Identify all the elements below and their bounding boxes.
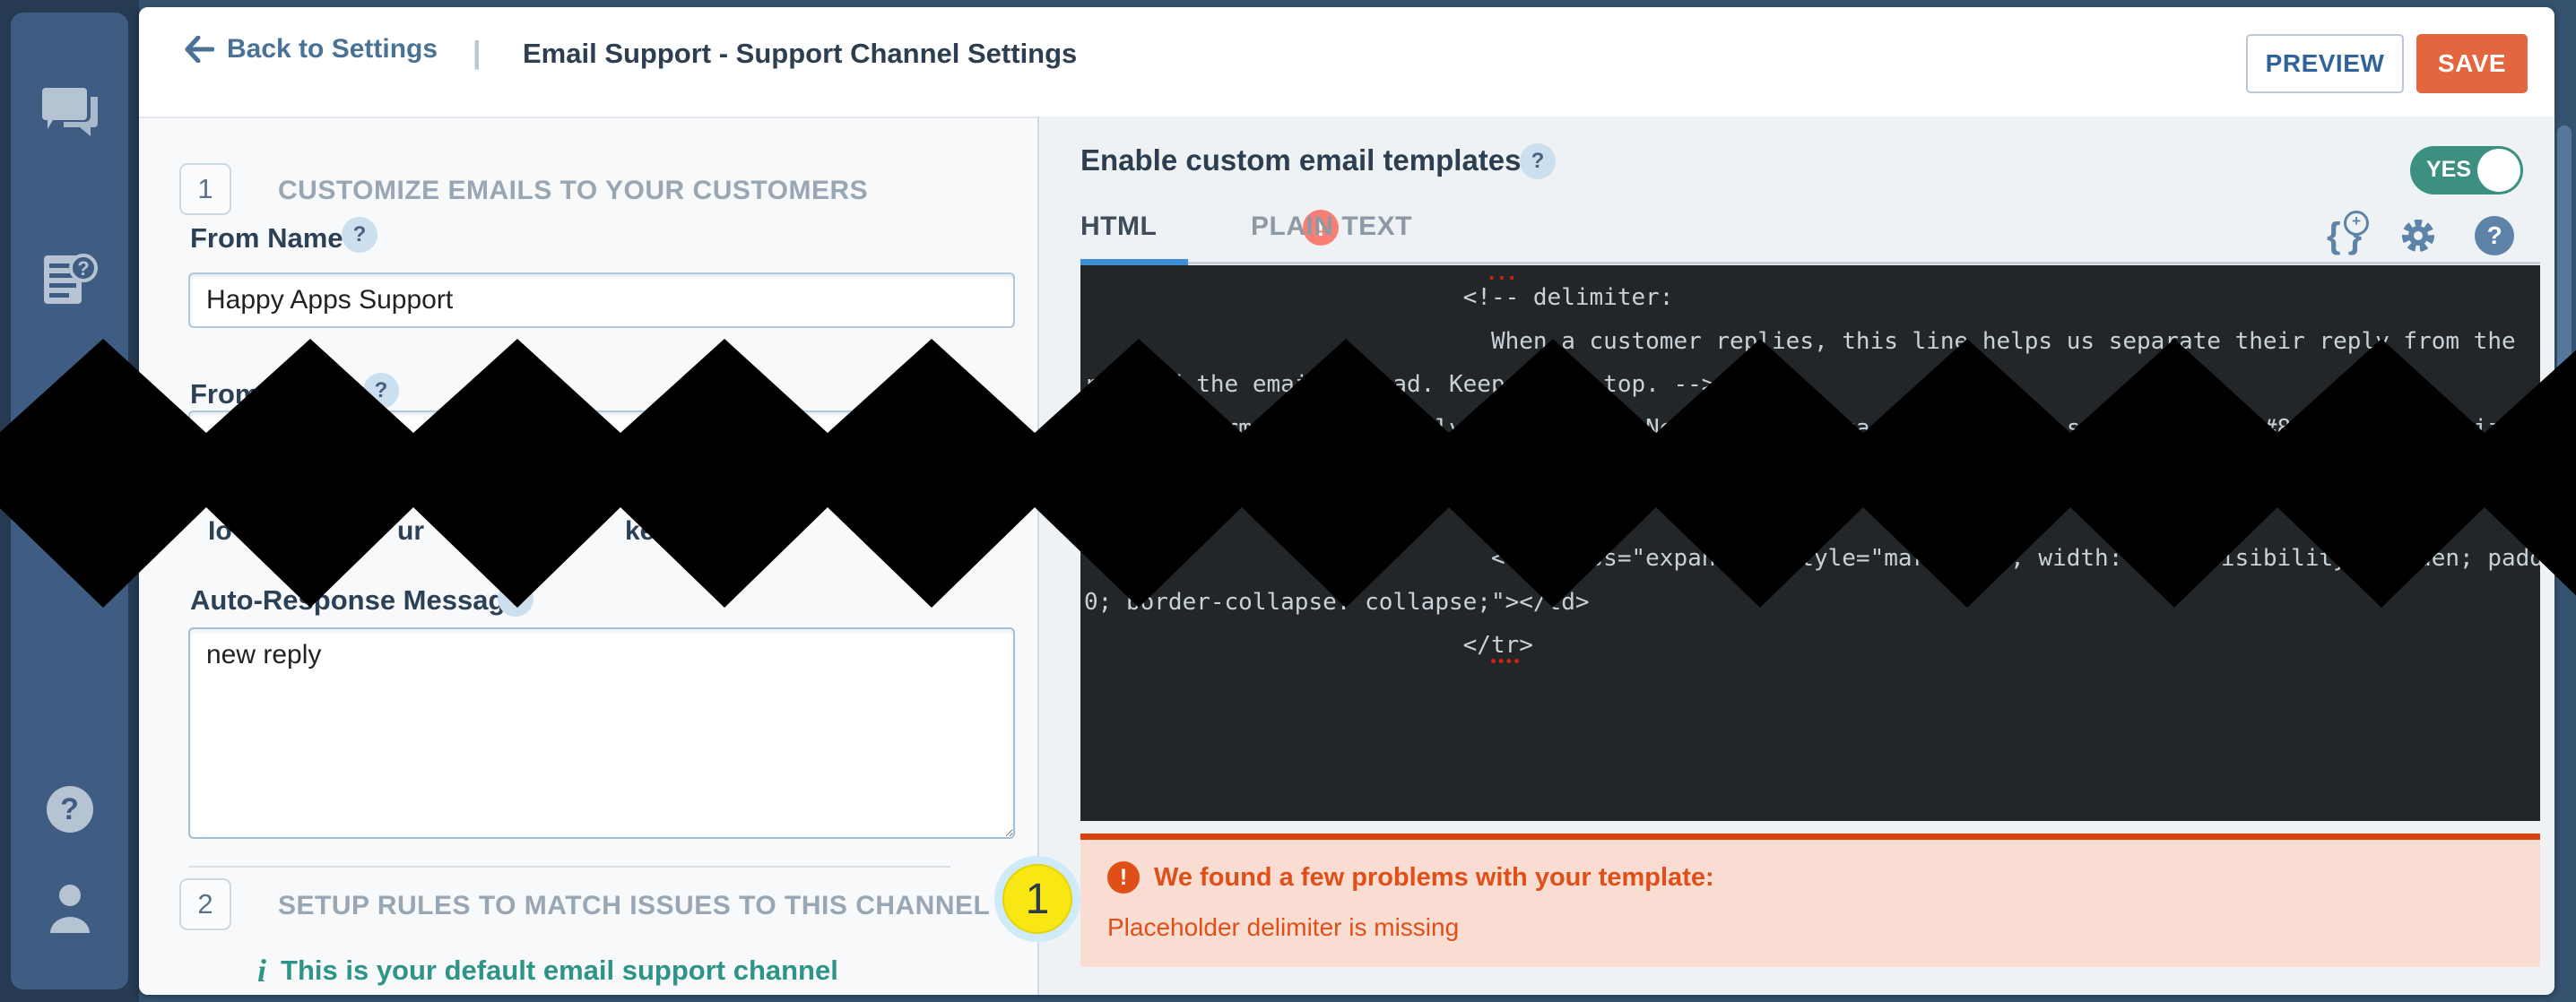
- back-arrow-icon: [185, 36, 214, 63]
- page-title: Email Support - Support Channel Settings: [523, 38, 1078, 69]
- auto-response-label: Auto-Response Message: [190, 584, 521, 616]
- enable-templates-help-icon[interactable]: ?: [1520, 143, 1556, 179]
- gear-icon[interactable]: [2398, 215, 2439, 256]
- default-channel-note: i This is your default email support cha…: [257, 952, 838, 989]
- settings-card: Back to Settings | Email Support - Suppo…: [139, 7, 2554, 995]
- section1-number: 1: [179, 163, 231, 215]
- section2-number: 2: [179, 878, 231, 930]
- enable-templates-toggle[interactable]: YES: [2410, 146, 2523, 194]
- back-to-settings-link[interactable]: Back to Settings: [184, 34, 438, 65]
- knowledge-base-icon[interactable]: ?: [11, 240, 128, 321]
- from-email-input[interactable]: [188, 410, 1015, 466]
- editor-help-icon[interactable]: ?: [2475, 216, 2515, 255]
- toggle-state-label: YES: [2426, 157, 2472, 182]
- preview-button[interactable]: PREVIEW: [2246, 34, 2404, 93]
- section-divider: [188, 866, 950, 868]
- alert-icon: !: [1107, 861, 1140, 894]
- auto-response-textarea[interactable]: new reply: [188, 627, 1015, 839]
- tab-html[interactable]: HTML: [1080, 212, 1158, 241]
- from-name-label: From Name: [190, 222, 343, 254]
- template-error-panel: ! We found a few problems with your temp…: [1080, 834, 2540, 967]
- annotation-number: 1: [1002, 864, 1072, 934]
- breadcrumb-separator: |: [473, 36, 481, 70]
- tab-plain-text[interactable]: PLAIN TEXT: [1251, 212, 1413, 241]
- active-tab-indicator: [1080, 259, 1188, 265]
- from-email-label: From: [190, 378, 260, 410]
- page-scrollbar-thumb[interactable]: [2557, 125, 2572, 556]
- help-glyph: ?: [46, 786, 93, 833]
- html-template-editor[interactable]: ... <!-- delimiter: When a customer repl…: [1080, 265, 2540, 821]
- toggle-knob: [2477, 149, 2520, 192]
- redacted-label-fragment: ke: [625, 516, 655, 546]
- redacted-label-fragment: ur: [397, 516, 424, 546]
- section2-title: SETUP RULES TO MATCH ISSUES TO THIS CHAN…: [278, 891, 991, 920]
- topbar: Back to Settings | Email Support - Suppo…: [139, 7, 2554, 118]
- error-squiggle-fragment: ...: [1488, 265, 1519, 285]
- annotation-badge: 1: [994, 856, 1080, 942]
- conversations-icon[interactable]: [11, 72, 128, 152]
- code-lines: <!-- delimiter: When a customer replies,…: [1084, 276, 2540, 668]
- from-name-input[interactable]: [188, 272, 1015, 328]
- redacted-label-fragment: Io: [208, 516, 232, 546]
- section1-title: CUSTOMIZE EMAILS TO YOUR CUSTOMERS: [278, 176, 869, 205]
- from-email-help-icon[interactable]: ?: [363, 373, 399, 409]
- error-detail: Placeholder delimiter is missing: [1107, 913, 1460, 941]
- plus-icon: +: [2344, 210, 2370, 236]
- enable-templates-label: Enable custom email templates: [1080, 143, 1522, 177]
- tabs-underline: [1080, 262, 2540, 264]
- save-button[interactable]: SAVE: [2416, 34, 2528, 93]
- default-channel-note-text: This is your default email support chann…: [281, 954, 838, 986]
- insert-placeholder-icon[interactable]: { }+: [2327, 210, 2370, 256]
- help-icon[interactable]: ?: [11, 769, 128, 850]
- error-title: We found a few problems with your templa…: [1154, 862, 1714, 892]
- profile-icon[interactable]: [11, 868, 128, 948]
- html-tab-error-badge: !: [1303, 210, 1339, 246]
- sidebar: ? ?: [0, 0, 139, 1002]
- from-name-help-icon[interactable]: ?: [342, 217, 377, 253]
- info-icon: i: [257, 953, 267, 989]
- reports-icon[interactable]: [11, 402, 128, 482]
- auto-response-help-icon[interactable]: ?: [498, 581, 533, 617]
- svg-text:?: ?: [77, 257, 89, 280]
- back-label: Back to Settings: [227, 34, 438, 64]
- editor-toolbar: { }+ ?: [2327, 210, 2515, 256]
